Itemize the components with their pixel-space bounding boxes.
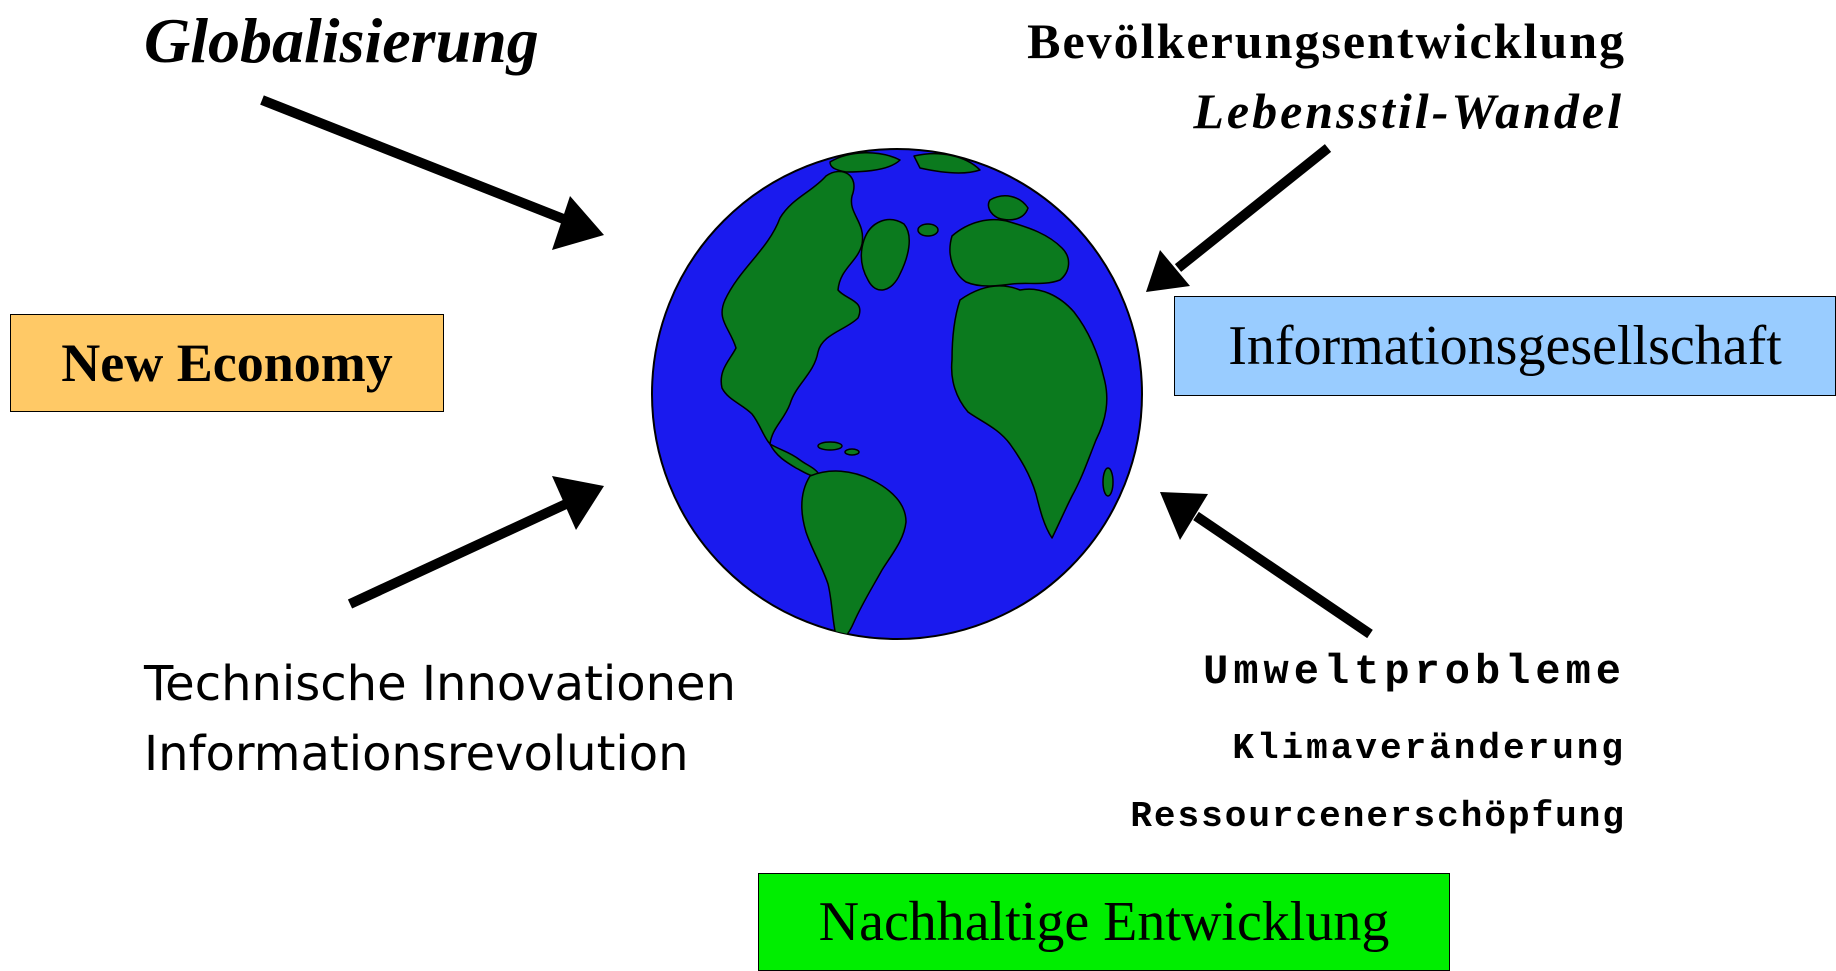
label-globalisierung: Globalisierung bbox=[144, 5, 539, 76]
south-america-landmass bbox=[801, 470, 907, 639]
label-umweltprobleme: Umweltprobleme bbox=[1203, 648, 1626, 696]
label-technische-innovationen: Technische Innovationen bbox=[144, 656, 736, 712]
box-new-economy: New Economy bbox=[10, 314, 444, 412]
arrow-technische-innovationen bbox=[347, 476, 604, 609]
label-lebensstil-wandel: Lebensstil-Wandel bbox=[1193, 83, 1624, 139]
arrow-umweltprobleme bbox=[1160, 492, 1373, 639]
arrows bbox=[260, 95, 1373, 639]
globe-icon bbox=[651, 148, 1143, 640]
europe-landmass bbox=[949, 218, 1070, 287]
label-ressourcenerschoepfung: Ressourcenerschöpfung bbox=[1130, 796, 1626, 837]
africa-landmass bbox=[950, 285, 1108, 539]
label-informationsrevolution: Informationsrevolution bbox=[144, 726, 689, 782]
label-bevoelkerungsentwicklung: Bevölkerungsentwicklung bbox=[1027, 13, 1626, 69]
box-informationsgesellschaft: Informationsgesellschaft bbox=[1174, 296, 1836, 396]
label-klimaveraenderung: Klimaveränderung bbox=[1232, 728, 1626, 769]
greenland-landmass bbox=[860, 219, 910, 291]
box-nachhaltige-entwicklung: Nachhaltige Entwicklung bbox=[758, 873, 1450, 971]
arrow-lebensstil bbox=[1146, 144, 1332, 292]
arrow-globalisierung bbox=[260, 95, 604, 250]
north-america-landmass bbox=[720, 170, 864, 445]
